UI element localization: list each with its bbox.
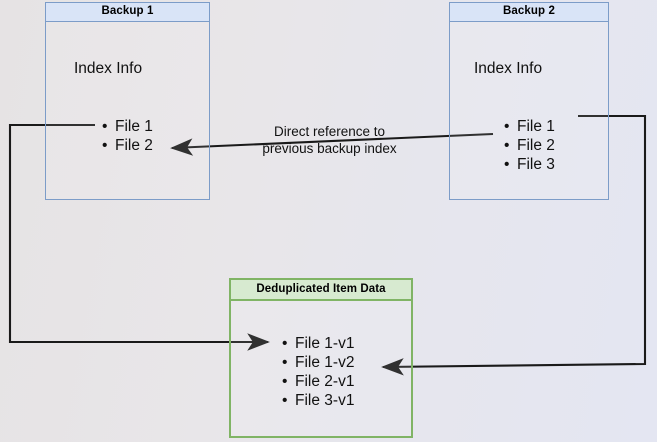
list-item: File 2-v1 (282, 372, 355, 391)
node-backup-2-title: Backup 2 (450, 3, 608, 22)
dedup-file-list: File 1-v1 File 1-v2 File 2-v1 File 3-v1 (279, 334, 355, 410)
node-backup-2-body: Index Info File 1 File 2 File 3 (450, 22, 608, 199)
list-item: File 3-v1 (282, 391, 355, 410)
node-backup-2[interactable]: Backup 2 Index Info File 1 File 2 File 3 (449, 2, 609, 200)
list-item: File 2 (102, 136, 153, 155)
list-item: File 1-v1 (282, 334, 355, 353)
node-dedup-title: Deduplicated Item Data (231, 280, 411, 301)
node-backup-1-title: Backup 1 (46, 3, 209, 22)
node-dedup-body: File 1-v1 File 1-v2 File 2-v1 File 3-v1 (231, 301, 411, 436)
annotation-direct-reference: Direct reference to previous backup inde… (262, 124, 397, 156)
backup-1-file-list: File 1 File 2 (99, 117, 153, 155)
list-item: File 1-v2 (282, 353, 355, 372)
backup-2-file-list: File 1 File 2 File 3 (501, 117, 555, 174)
list-item: File 1 (504, 117, 555, 136)
list-item: File 2 (504, 136, 555, 155)
list-item: File 3 (504, 155, 555, 174)
node-backup-1[interactable]: Backup 1 Index Info File 1 File 2 (45, 2, 210, 200)
node-deduplicated-item-data[interactable]: Deduplicated Item Data File 1-v1 File 1-… (229, 278, 413, 438)
node-backup-1-body: Index Info File 1 File 2 (46, 22, 209, 199)
list-item: File 1 (102, 117, 153, 136)
backup-2-index-info-label: Index Info (474, 60, 543, 77)
backup-1-index-info-label: Index Info (74, 60, 143, 77)
